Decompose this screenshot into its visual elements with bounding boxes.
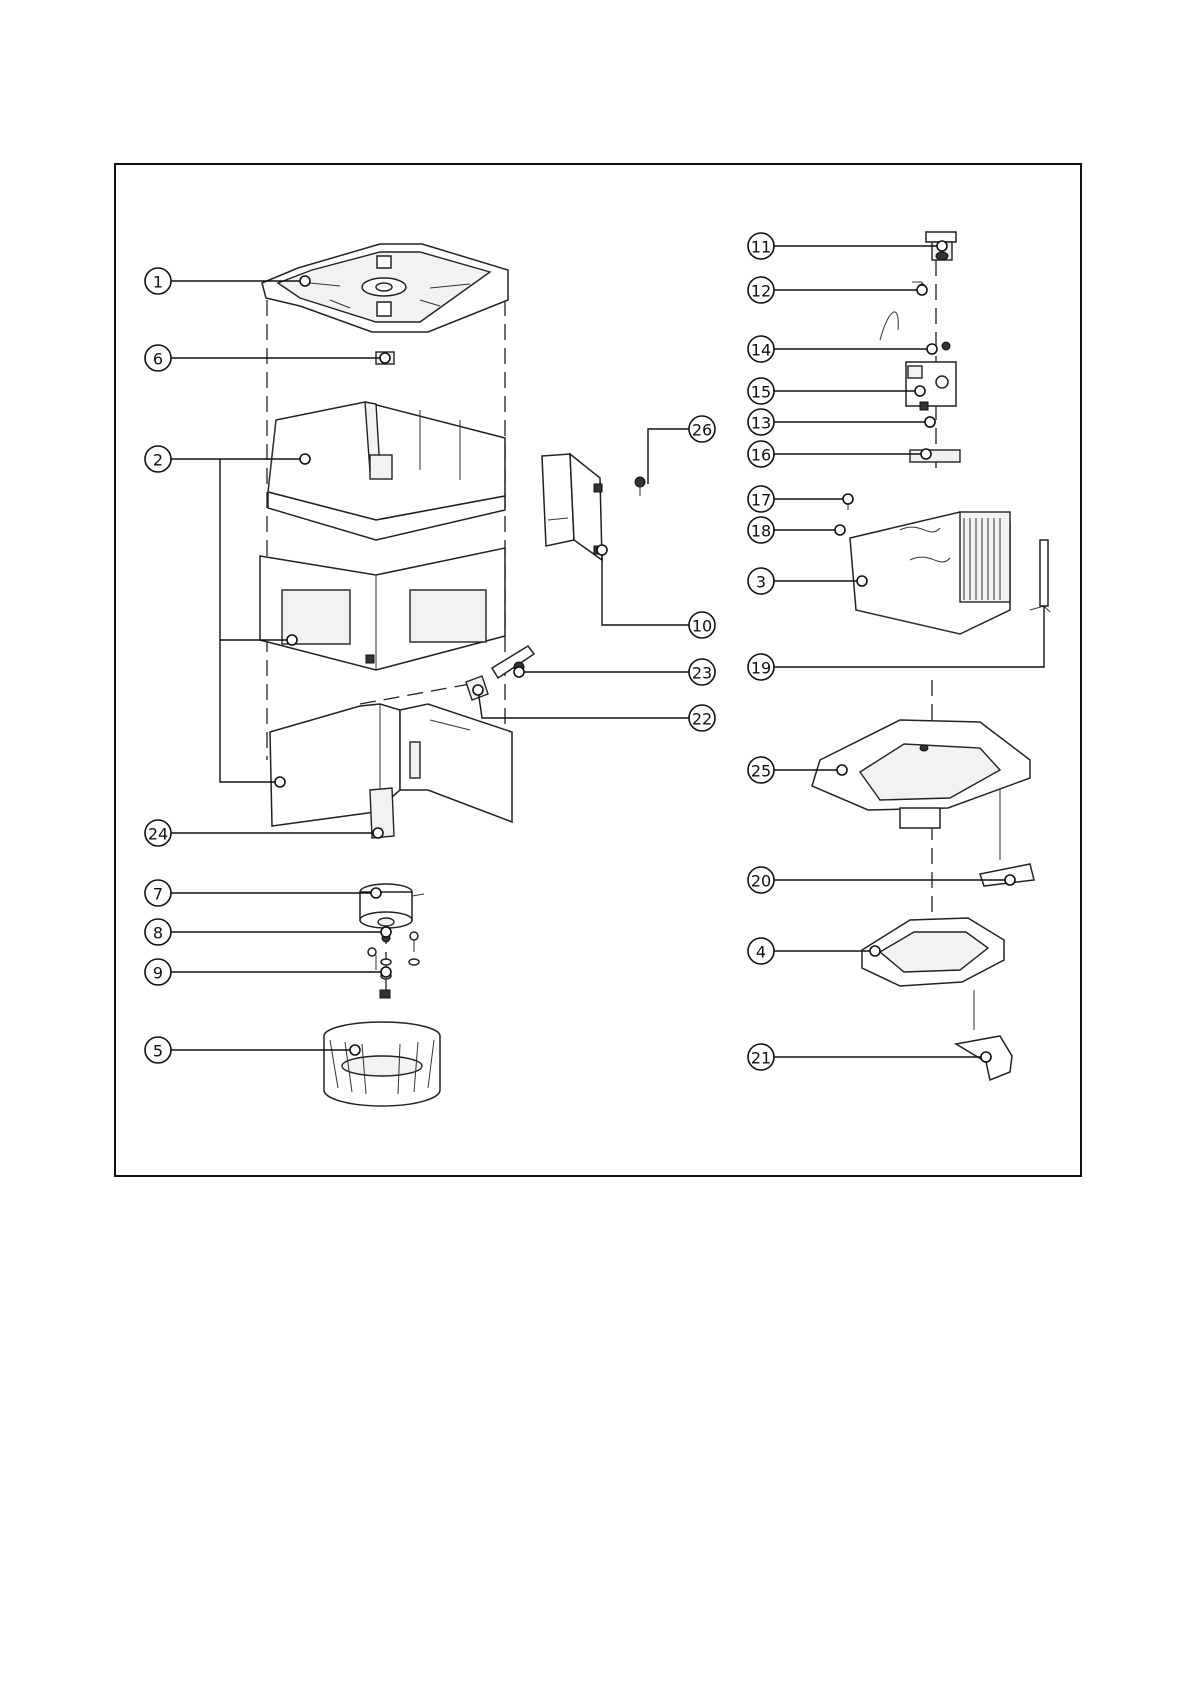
callout-dot-3 (857, 576, 867, 586)
motor-part (360, 884, 424, 928)
callout-number-13: 13 (751, 414, 771, 433)
callout-number-4: 4 (756, 943, 766, 962)
callout-8: 8 (145, 919, 391, 945)
heat-exchanger-part (850, 512, 1010, 634)
callout-dot-2 (300, 454, 310, 464)
callout-number-5: 5 (153, 1042, 163, 1061)
callout-dot-8 (381, 927, 391, 937)
side-panel-part (270, 704, 512, 838)
callout-13: 13 (748, 409, 935, 435)
callout-dot-5 (350, 1045, 360, 1055)
callout-dot-branch-2-1 (287, 635, 297, 645)
callout-leader-26 (648, 429, 689, 484)
callout-dot-17 (843, 494, 853, 504)
callout-leader-10 (602, 550, 689, 625)
callout-7: 7 (145, 880, 381, 906)
callout-number-22: 22 (692, 710, 712, 729)
callout-dot-15 (915, 386, 925, 396)
callout-dot-24 (373, 828, 383, 838)
callout-number-10: 10 (692, 617, 712, 636)
callout-number-20: 20 (751, 872, 771, 891)
callout-24: 24 (145, 820, 383, 846)
callout-4: 4 (748, 938, 880, 964)
callout-number-26: 26 (692, 421, 712, 440)
callout-number-17: 17 (751, 491, 771, 510)
callout-12: 12 (748, 277, 927, 303)
lower-housing-part (260, 548, 505, 670)
callout-number-15: 15 (751, 383, 771, 402)
blower-wheel-part (324, 1022, 440, 1106)
callout-10: 10 (597, 545, 715, 638)
callout-dot-1 (300, 276, 310, 286)
callout-dot-23 (514, 667, 524, 677)
bar-part (910, 450, 960, 462)
callout-14: 14 (748, 336, 937, 362)
callout-dot-9 (381, 967, 391, 977)
callout-22: 22 (473, 685, 715, 731)
callout-number-7: 7 (153, 885, 163, 904)
callout-dot-14 (927, 344, 937, 354)
top-plate-part (262, 244, 508, 332)
callout-17: 17 (748, 486, 853, 512)
upper-housing-part (268, 402, 505, 540)
bracket-rod-part (1030, 540, 1050, 612)
callout-number-3: 3 (756, 573, 766, 592)
callout-number-14: 14 (751, 341, 771, 360)
callout-dot-18 (835, 525, 845, 535)
callout-number-11: 11 (751, 238, 771, 257)
callout-9: 9 (145, 959, 391, 985)
callout-18: 18 (748, 517, 845, 543)
fastener-hardware-part (368, 928, 419, 998)
callout-number-8: 8 (153, 924, 163, 943)
callout-dot-22 (473, 685, 483, 695)
callout-number-18: 18 (751, 522, 771, 541)
callout-dot-6 (380, 353, 390, 363)
callout-21: 21 (748, 1044, 991, 1070)
callout-dot-4 (870, 946, 880, 956)
callout-number-25: 25 (751, 762, 771, 781)
callout-dot-21 (981, 1052, 991, 1062)
callout-23: 23 (514, 659, 715, 685)
callout-dot-7 (371, 888, 381, 898)
callout-number-16: 16 (751, 446, 771, 465)
callout-number-24: 24 (148, 825, 168, 844)
callout-11: 11 (748, 233, 947, 259)
callout-number-2: 2 (153, 451, 163, 470)
callout-dot-13 (925, 417, 935, 427)
callout-number-19: 19 (751, 659, 771, 678)
callout-number-6: 6 (153, 350, 163, 369)
callout-dot-11 (937, 241, 947, 251)
callout-20: 20 (748, 867, 1015, 893)
callout-dot-10 (597, 545, 607, 555)
callout-dot-20 (1005, 875, 1015, 885)
callout-16: 16 (748, 441, 931, 467)
callout-dot-12 (917, 285, 927, 295)
callout-15: 15 (748, 378, 925, 404)
electrical-box-part (542, 454, 602, 560)
callout-26: 26 (648, 416, 715, 484)
callout-number-21: 21 (751, 1049, 771, 1068)
callout-number-1: 1 (153, 273, 163, 292)
callout-number-23: 23 (692, 664, 712, 683)
callout-3: 3 (748, 568, 867, 594)
screw-part (635, 477, 645, 496)
callout-dot-branch-2-0 (275, 777, 285, 787)
callout-dot-16 (921, 449, 931, 459)
callout-leader-22 (478, 690, 689, 718)
callout-number-9: 9 (153, 964, 163, 983)
callout-number-12: 12 (751, 282, 771, 301)
callout-dot-25 (837, 765, 847, 775)
panel-ring-part (862, 918, 1004, 986)
